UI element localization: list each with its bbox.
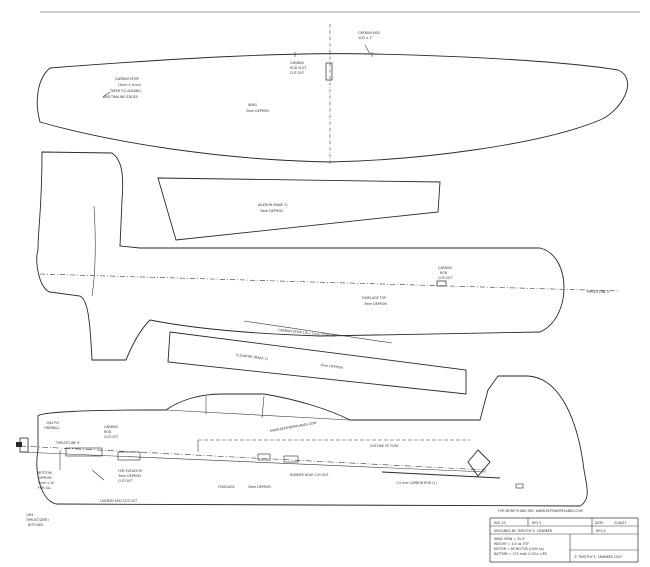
fuse-top-strip-label: CARBON STRIP 1/8 x 1mm (TOP) (1) [278, 328, 336, 338]
tb-spec-weight: WEIGHT = 4.5 oz. RTF [494, 542, 529, 546]
wing-rod-slot-label: CARBON [290, 61, 304, 65]
tb-date-label: DATE: [595, 521, 604, 525]
fuse-side-rudder-elev: FOR ELEVATOR [118, 469, 143, 473]
wing-rod-slot-label-3: CUT-OUT [290, 71, 304, 75]
tb-spec-motor: MOTOR = BP MOTOR (1000 kv) [494, 547, 544, 551]
fuse-top-strip-leader [243, 320, 393, 344]
fuse-side-centerline [19, 445, 487, 471]
fuse-side-front-ply-2: THRUST/ZERO [25, 518, 49, 522]
fuse-top-carbon-label-3: CUT-OUT [438, 276, 452, 280]
fuse-side-carbon-label-3: CUT-OUT [104, 435, 118, 439]
fuse-side-elev-cutout-2 [283, 455, 299, 463]
elevator-panel: ELEVATOR (MAKE 2) 3mm DEPRON [167, 331, 467, 395]
fuselage-side-panel: WWW.RCPOWERPLANES.COM 1/64 PLY FIREWALL … [16, 375, 588, 527]
fuse-side-url-label: WWW.RCPOWERPLANES.COM [269, 421, 316, 433]
elevator-material-label: 3mm DEPRON [320, 363, 344, 370]
fuse-side-rudder-cut-label: RUDDER HOLE CUT-OUT [290, 473, 329, 477]
wing-material-label: 3mm DEPRON [246, 109, 269, 113]
fuse-side-baseline [19, 451, 487, 473]
wing-rod-slot-label-2: ROD SLOT [290, 66, 306, 70]
fuse-side-front-ply-3: NOTCHES [28, 523, 43, 527]
wing-rod-slot [325, 62, 333, 81]
wing-name-label: WING [248, 103, 257, 107]
title-block: RCE-29 REV 2 DATE: 5/16/07 DESIGNED BY: … [489, 517, 639, 563]
tb-copyright: © TIMOTHY E. CRANKER 2007 [574, 555, 622, 559]
fuse-side-rod-shaft-label: 1.5 mm CARBON ROD (1) [396, 481, 437, 485]
fuse-top-material-label: 3mm DEPRON [364, 302, 387, 306]
fuse-side-bottom-2: DEPRON [38, 476, 52, 480]
fuse-side-rod-shaft [381, 471, 501, 479]
wing-carbon-strip-label: CARBON STRIP [115, 77, 139, 81]
tb-rev: REV 2 [532, 521, 541, 525]
fuse-side-carbon-label-2: ROD [104, 430, 112, 434]
fuse-top-centerline [39, 273, 621, 292]
fuse-side-rod-slot [515, 483, 524, 489]
wing-panel: CARBON STRIP (3mm x 1mm) TAPER TO LEADIN… [36, 24, 629, 164]
tb-rev-letter: REV A [596, 529, 606, 533]
fuse-side-rudder-elev-2: 3mm DEPRON [118, 474, 141, 478]
fuse-side-ply-label-2: FIREWALL [44, 426, 60, 430]
fuselage-top-panel: CARBON ROD CUT-OUT FUSELAGE TOP 3mm DEPR… [36, 151, 621, 361]
tb-date: 5/16/07 [614, 521, 626, 525]
fuse-top-thrustline: THRUSTLINE 0" [585, 290, 611, 294]
aileron-name-label: AILERON (MAKE 2) [258, 203, 288, 207]
plans-url-header: FOR MORE PLANS SEE: WWW.RCPOWERPLANES.CO… [498, 509, 583, 513]
fuse-side-elev-cutout [257, 453, 271, 461]
wing-carbon-strip-size: (3mm x 1mm) [118, 83, 141, 87]
fuse-side-tail-diamond [467, 449, 491, 477]
fuse-side-material-label: 3mm DEPRON [248, 485, 271, 489]
fuse-side-leader [91, 469, 105, 481]
fuse-top-carbon-label-2: ROD [440, 271, 448, 275]
aileron-panel: AILERON (MAKE 2) 3mm DEPRON [157, 177, 441, 241]
wing-taper-label-2: AND TRAILING EDGES [103, 95, 138, 99]
fuse-side-rudder-elev-3: CUT-OUT [118, 479, 132, 483]
elevator-name-label: ELEVATOR (MAKE 2) [236, 353, 268, 361]
tb-spec-span: WING SPAN = 25.5" [494, 537, 526, 541]
fuse-top-carbon-label: CARBON [438, 266, 452, 270]
fuse-side-carbon-low-label: CARBON ROD CUT-OUT [100, 499, 137, 503]
fuse-side-outline-label: OUTLINE OF FUSE [370, 444, 398, 448]
fuse-side-bottom-4: FOR ALL [38, 486, 52, 490]
fuse-side-firewall-notch [16, 442, 22, 447]
wing-leader [364, 44, 371, 55]
fuse-side-carbon-label: CARBON [104, 425, 118, 429]
fuse-side-name-label: FUSELAGE [218, 485, 235, 489]
fuse-side-front-ply: 1/64 [26, 513, 33, 517]
wing-taper-label: TAPER TO LEADING [109, 89, 141, 93]
fuse-side-thrustline: THRUSTLINE 0" [55, 441, 81, 445]
wing-leader [102, 91, 111, 98]
fuse-top-rod-slot [436, 280, 447, 287]
tb-designer: DESIGNED BY: TIMOTHY E. CRANKER [494, 529, 553, 533]
fuse-side-bottom-1: BOTTOM [38, 471, 52, 475]
tb-spec-battery: BATTERY = 270 mAh 2-CELL LIPO [494, 552, 548, 556]
fuse-side-servo-cutout [117, 451, 141, 461]
tb-model: RCE-29 [494, 521, 506, 525]
aileron-material-label: 3mm DEPRON [260, 209, 283, 213]
fuse-top-name-label: FUSELAGE TOP [362, 296, 386, 300]
fuse-side-ply-label: 1/64 PLY [46, 421, 59, 425]
wing-carbon-rod-size: 3/32 x 1" [358, 36, 373, 40]
fuse-side-bottom-3: 3mm x 30 [38, 481, 54, 485]
fuse-side-battery-cutout [65, 447, 103, 457]
wing-carbon-rod-label: CARBON ROD [358, 31, 380, 35]
